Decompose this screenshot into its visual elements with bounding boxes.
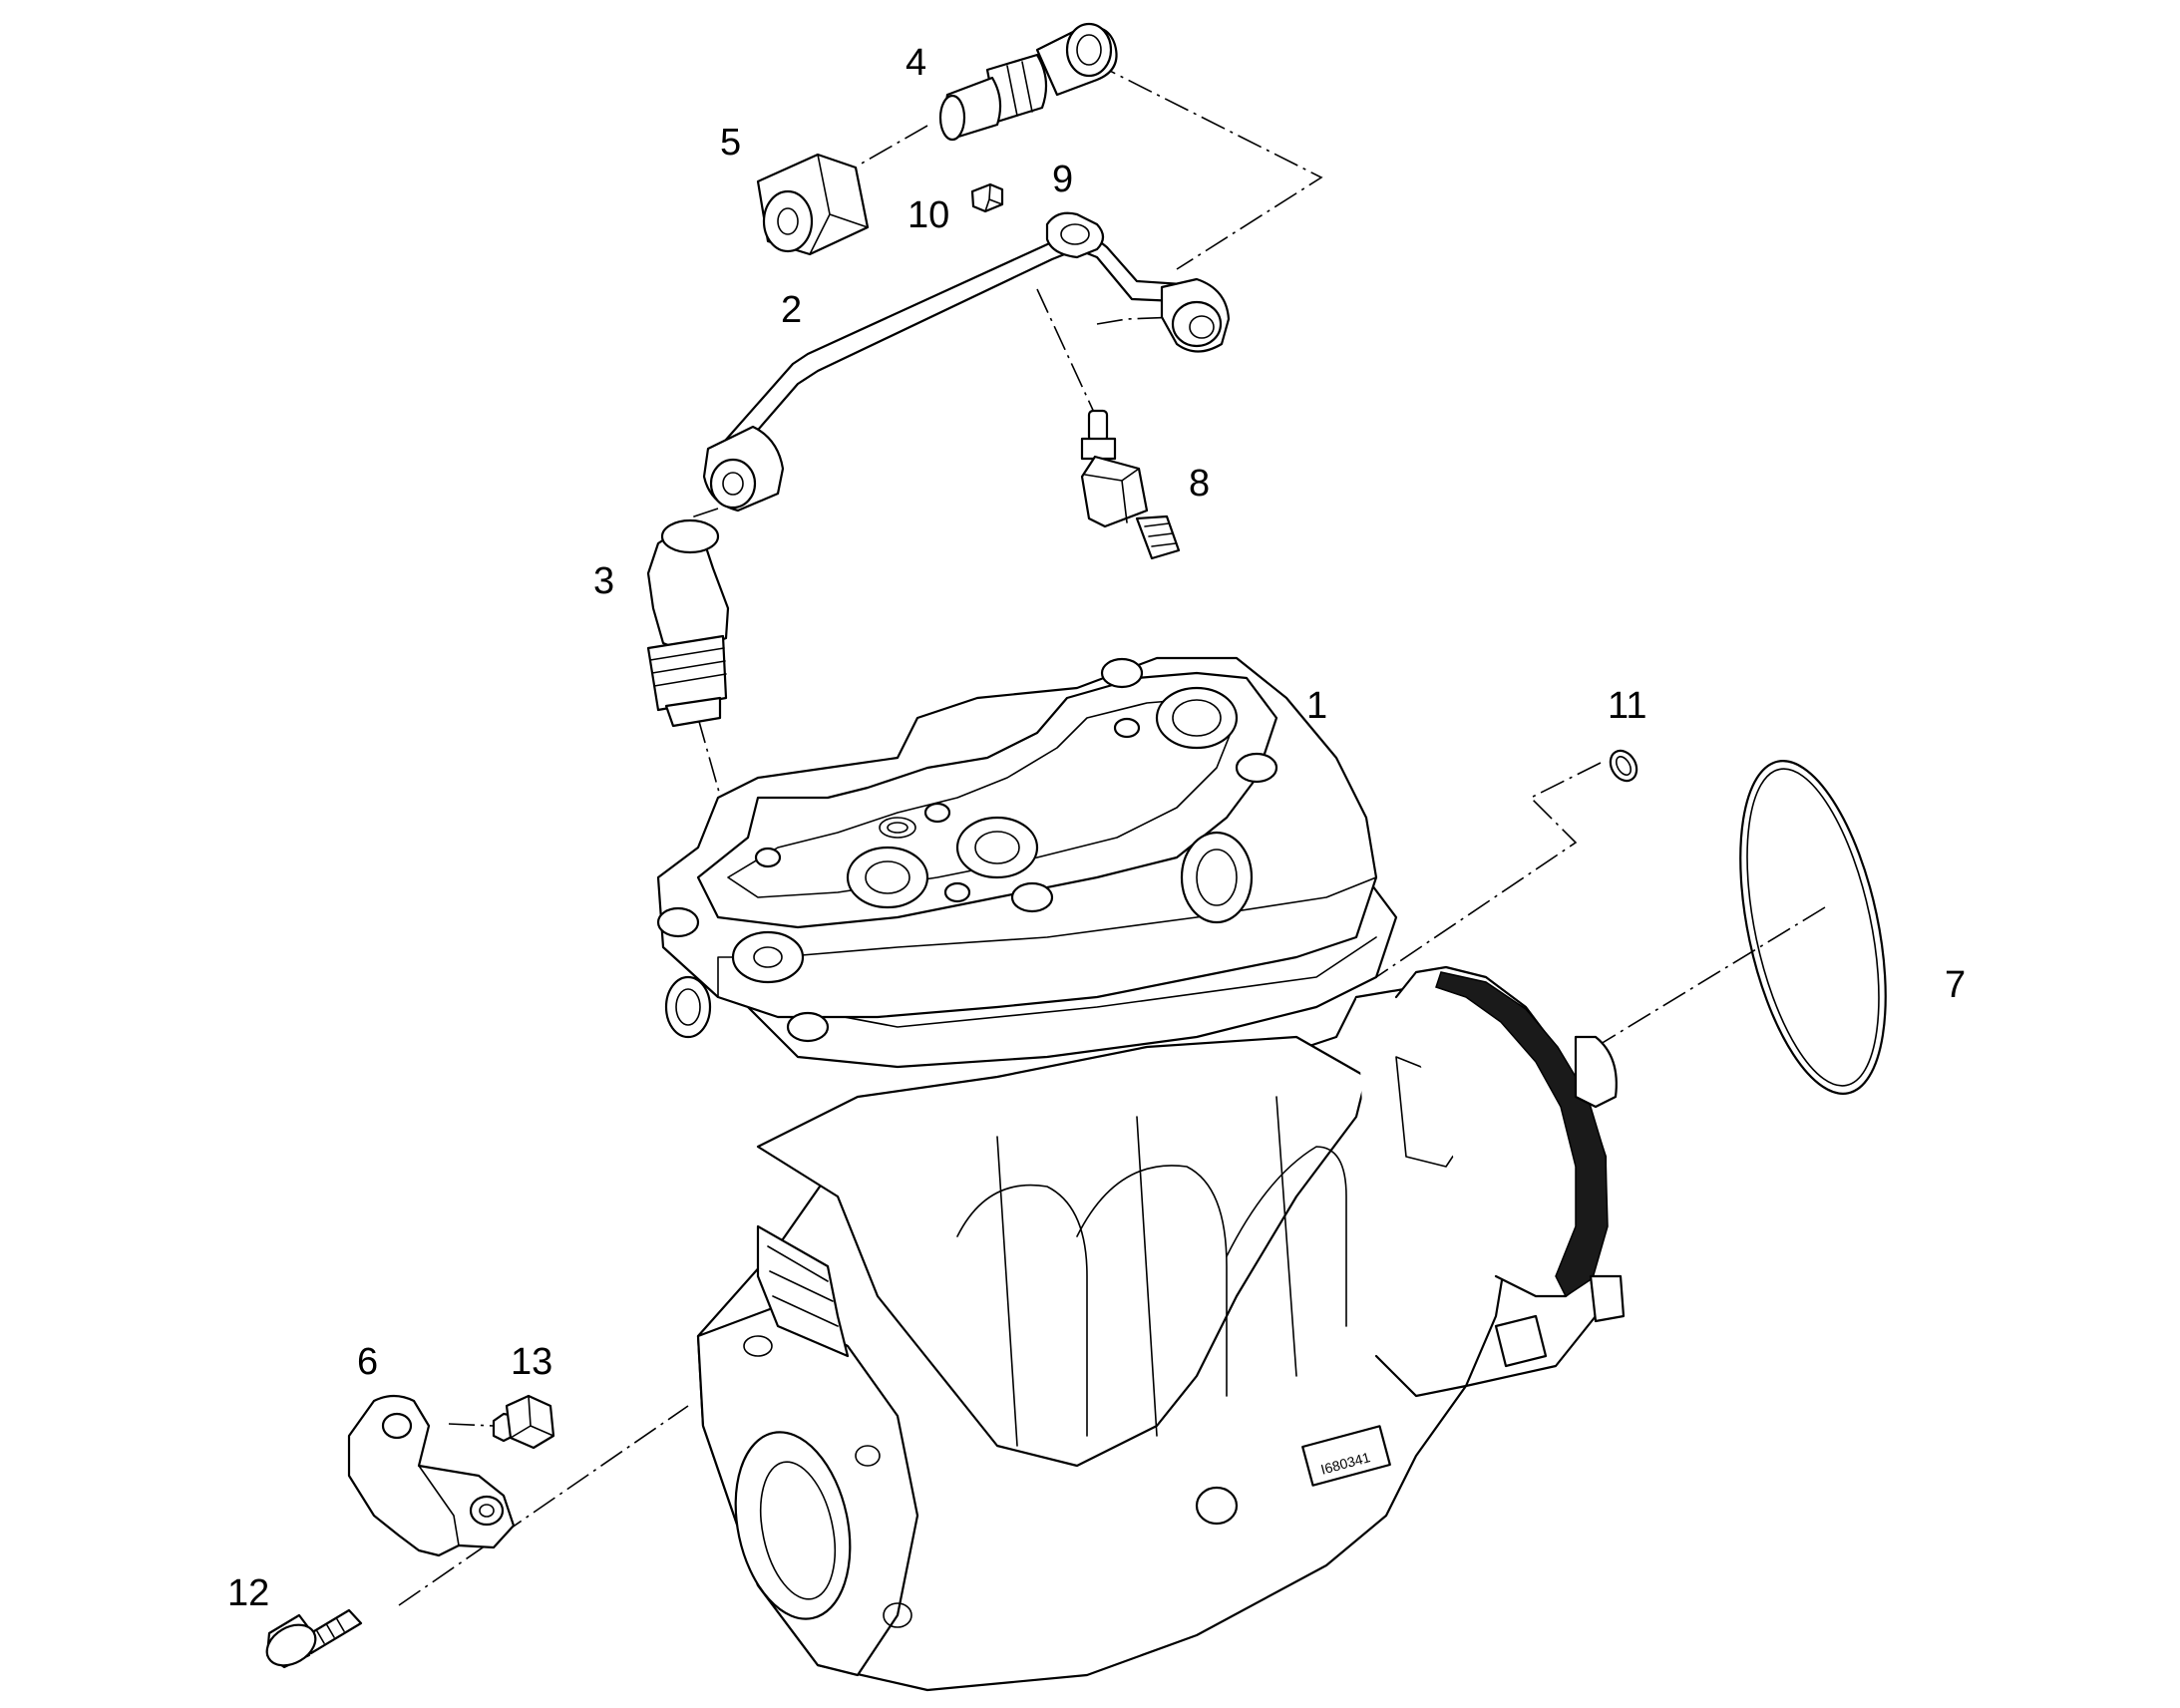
callout-3: 3	[593, 560, 614, 602]
callout-13: 13	[511, 1341, 552, 1383]
part-13-bolt	[492, 1394, 555, 1450]
part-11-small-ring	[1609, 749, 1638, 783]
callout-2: 2	[781, 289, 802, 331]
part-10-small-nut	[970, 182, 1004, 213]
part-7-large-oring	[1739, 760, 1887, 1095]
part-3-elbow	[646, 518, 730, 728]
part-8-connector	[1080, 409, 1181, 560]
callout-12: 12	[227, 1572, 269, 1614]
callout-numbers: 1 2 3 4 5 6 7 8 9 10 11 12 13	[227, 42, 1966, 1614]
callout-1: 1	[1306, 685, 1327, 727]
part-12-flange-bolt	[265, 1608, 363, 1669]
callout-9: 9	[1052, 159, 1073, 200]
part-1-compressor: I680341	[656, 656, 1626, 1692]
callout-8: 8	[1189, 463, 1210, 505]
callout-7: 7	[1945, 964, 1966, 1006]
leader-lines	[398, 61, 1826, 1606]
callout-4: 4	[906, 42, 926, 84]
callout-5: 5	[720, 122, 741, 164]
part-4-elbow-fitting	[938, 22, 1118, 142]
part-2-pipe	[702, 211, 1231, 512]
gear-teeth	[1435, 971, 1609, 1298]
callout-11: 11	[1608, 685, 1646, 727]
head-bolts	[656, 657, 1278, 1043]
callout-6: 6	[357, 1341, 378, 1383]
part-6-bracket	[347, 1394, 516, 1557]
part-5-hex-nut	[756, 153, 870, 256]
callout-10: 10	[908, 194, 949, 236]
